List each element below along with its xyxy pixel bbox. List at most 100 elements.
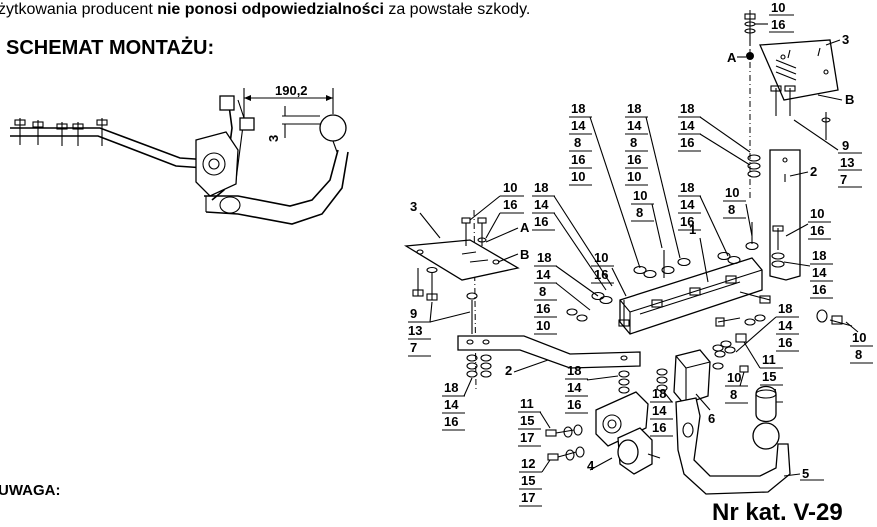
col2-18: 18	[627, 101, 641, 116]
callout-col1: 18 14 8 16 10	[569, 101, 641, 269]
callout-col5: 10 8	[631, 188, 663, 249]
dimension-offset: 3	[266, 135, 281, 142]
callout-4-socket: 4	[587, 458, 595, 473]
bc-18: 18	[567, 363, 581, 378]
bl2-17: 17	[521, 490, 535, 505]
col1-14: 14	[571, 118, 586, 133]
callout-col2: 18 14 8 16 10	[625, 101, 681, 259]
col7-16: 16	[812, 282, 826, 297]
socket-plate-4: 4	[545, 391, 661, 475]
col7-14: 14	[812, 265, 827, 280]
callout-col4: 18 14 16	[678, 180, 729, 257]
left-bolts-9: 9	[410, 306, 417, 321]
dimension-length: 190,2	[275, 83, 308, 98]
callout-1-crossbar: 1	[689, 222, 696, 237]
callout-bottom-center: 18 14 16	[565, 363, 619, 414]
label-b-left: B	[520, 247, 529, 262]
lb-16: 16	[444, 414, 458, 429]
bl1-17: 17	[520, 430, 534, 445]
col4-16: 16	[680, 214, 694, 229]
r10-10: 10	[727, 370, 741, 385]
bc-14: 14	[567, 380, 582, 395]
callout-right-10: 10 8	[725, 365, 749, 404]
callout-right-mid: 18 14 16	[735, 301, 799, 353]
col3-14: 14	[680, 118, 695, 133]
crossbar-1: 1 10 8	[619, 222, 873, 364]
callout-col3: 18 14 16	[678, 101, 751, 166]
cm2-16: 16	[594, 267, 608, 282]
callout-center-18: 18 14 16	[650, 386, 673, 437]
callout-col8: 10 8	[723, 185, 753, 237]
note-heading: UWAGA:	[0, 482, 61, 499]
c18-18: 18	[652, 386, 666, 401]
c18-16: 16	[652, 420, 666, 435]
clm-16: 16	[534, 214, 548, 229]
cm2-10: 10	[594, 250, 608, 265]
rm-18: 18	[778, 301, 792, 316]
col3-18: 18	[680, 101, 694, 116]
callout-6-block: 6	[708, 411, 715, 426]
callout-9-top: 9	[842, 138, 849, 153]
r10-8: 8	[730, 387, 737, 402]
label-b-top: B	[845, 92, 854, 107]
callout-col7-right: 18 14 16	[783, 248, 833, 299]
left-bolts-7: 7	[410, 340, 417, 355]
callout-col6-right: 10 16	[785, 206, 831, 240]
lb-18: 18	[444, 380, 458, 395]
callout-2-right: 2	[810, 164, 817, 179]
mounting-block-6: 6	[656, 346, 736, 426]
cm-8: 8	[539, 284, 546, 299]
r11-15: 15	[762, 369, 776, 384]
assembly-diagram: 190,2 3 10 16 A	[10, 0, 873, 507]
cm-16: 16	[536, 301, 550, 316]
cm-10: 10	[536, 318, 550, 333]
far-right-8: 8	[855, 347, 862, 362]
callout-13-top: 13	[840, 155, 854, 170]
left-bracket-2: 2	[457, 335, 641, 394]
col6-10: 10	[810, 206, 824, 221]
bl2-12: 12	[521, 456, 535, 471]
col2-16: 16	[627, 152, 641, 167]
left-stack-10: 10	[503, 180, 517, 195]
bl1-11: 11	[520, 396, 534, 411]
col7-18: 18	[812, 248, 826, 263]
col8-8: 8	[728, 202, 735, 217]
col6-16: 16	[810, 223, 824, 238]
section-heading: SCHEMAT MONTAŻU:	[6, 37, 215, 59]
callout-plate-3-top: 3	[842, 32, 849, 47]
callout-bolt-left1: 11 15 17	[518, 396, 551, 447]
col4-18: 18	[680, 180, 694, 195]
right-bracket-2: 2	[747, 149, 817, 281]
callout-col-mid: 18 14 8 16 10	[534, 250, 630, 335]
callout-bolt-left2: 12 15 17	[519, 456, 551, 507]
label-a-top: A	[727, 50, 737, 65]
bl1-15: 15	[520, 413, 534, 428]
label-a-left: A	[520, 220, 530, 235]
col1-18: 18	[571, 101, 585, 116]
tow-hook-5: 5	[675, 385, 824, 495]
callout-top-16: 16	[771, 17, 785, 32]
cm-18: 18	[537, 250, 551, 265]
bl2-15: 15	[521, 473, 535, 488]
rm-16: 16	[778, 335, 792, 350]
col4-14: 14	[680, 197, 695, 212]
top-right-plate-group: 10 16 A 3 B 9 13 7	[727, 0, 862, 200]
clm-14: 14	[534, 197, 549, 212]
c18-14: 14	[652, 403, 667, 418]
callout-2-left: 2	[505, 363, 512, 378]
bc-16: 16	[567, 397, 581, 412]
col8-10: 10	[725, 185, 739, 200]
callout-5-ball: 5	[802, 466, 809, 481]
col2-8: 8	[630, 135, 637, 150]
left-stack-16: 16	[503, 197, 517, 212]
r11-11: 11	[762, 352, 776, 367]
col1-8: 8	[574, 135, 581, 150]
clm-18: 18	[534, 180, 548, 195]
rm-14: 14	[778, 318, 793, 333]
callout-3-left: 3	[410, 199, 417, 214]
intro-text: żytkowania producent nie ponosi odpowied…	[0, 1, 531, 18]
left-plate-3: 3 10 16 A B 9 13 7	[403, 180, 530, 391]
cm-14: 14	[536, 267, 551, 282]
col1-16: 16	[571, 152, 585, 167]
col5-8: 8	[636, 205, 643, 220]
